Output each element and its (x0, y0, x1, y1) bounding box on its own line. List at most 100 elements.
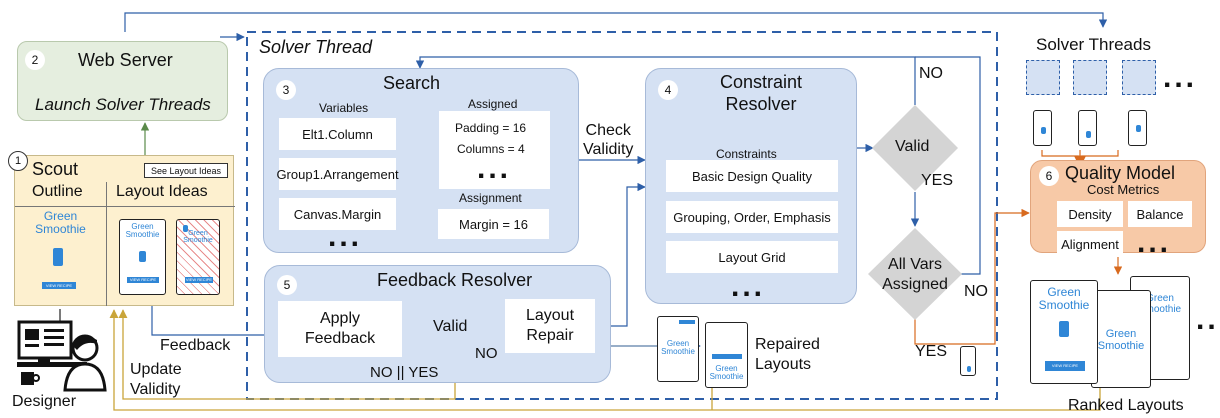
assigned-line: Columns = 4 (457, 142, 525, 156)
layout-ideas-header: Layout Ideas (116, 183, 208, 200)
feedback-no-label: NO (475, 345, 498, 362)
designer-label: Designer (12, 393, 77, 410)
see-layout-ideas-button[interactable]: See Layout Ideas (144, 163, 228, 178)
thumb-cup (1041, 127, 1046, 134)
thread-box (1122, 60, 1156, 95)
metrics-ellipsis: ... (1137, 226, 1172, 259)
step-number: 1 (8, 151, 28, 171)
step-number: 6 (1039, 166, 1059, 186)
arrow-thread-3 (1077, 150, 1119, 164)
assigned-box: Padding = 16 Columns = 4 ... (439, 111, 550, 189)
outline-card-button: VIEW RECIPE (42, 282, 76, 289)
valid-diamond (872, 105, 958, 191)
ranked-ellipsis: ... (1196, 303, 1220, 336)
arrow-allvars-yes (914, 208, 1030, 345)
variables-ellipsis: ... (328, 220, 363, 253)
thumb-cup (1086, 131, 1091, 138)
yes-label-mid: YES (921, 172, 954, 189)
outline-card-cup (53, 248, 63, 266)
arrow-valid-no-loop (415, 56, 916, 105)
yes-label-bottom: YES (915, 343, 948, 360)
valid-diamond-label: Valid (895, 138, 930, 155)
arrow-allvars-no (915, 56, 981, 275)
thumb-cup (1136, 125, 1141, 132)
outline-header: Outline (32, 183, 83, 200)
feedback-label: Feedback (160, 337, 231, 354)
search-title: Search (383, 73, 441, 93)
constraint-item: Basic Design Quality (666, 160, 838, 192)
all-vars-diamond (868, 228, 962, 320)
arrow-ranked-to-scout (109, 309, 1101, 411)
thumb-cup (183, 225, 188, 232)
designer-icon (17, 320, 107, 392)
constraint-item: Grouping, Order, Emphasis (666, 201, 838, 233)
constraint-item: Layout Grid (666, 241, 838, 273)
assignment-header: Assignment (459, 191, 522, 205)
feedback-resolver-title: Feedback Resolver (377, 270, 533, 290)
step-number: 4 (658, 80, 678, 100)
web-server-subtitle: Launch Solver Threads (35, 95, 211, 114)
assignment-value: Margin = 16 (438, 209, 549, 239)
thumb-cup (967, 366, 971, 372)
arrow-feedback (151, 306, 277, 340)
scout-panel: 1 Scout See Layout Ideas Outline Layout … (8, 151, 235, 306)
thumb-button: VIEW RECIPE (185, 277, 213, 283)
no-label-top: NO (919, 65, 943, 82)
step-number: 3 (276, 80, 296, 100)
quality-model-box: 6 Quality Model Cost Metrics Density Bal… (1030, 160, 1206, 259)
thread-ellipsis: ... (1163, 61, 1198, 94)
thumb-cup (1059, 321, 1069, 337)
scout-title: Scout (32, 159, 79, 179)
no-label-right: NO (964, 283, 988, 300)
arrow-top-to-solver-threads (124, 12, 1108, 32)
variable-item: Canvas.Margin (279, 198, 396, 230)
variable-item: Group1.Arrangement (276, 158, 399, 190)
thread-box (1026, 60, 1060, 95)
resolved-layout-thumb (960, 346, 976, 376)
variable-item: Elt1.Column (279, 118, 396, 150)
thumb-button (679, 320, 695, 324)
metric-item: Density (1057, 201, 1123, 227)
ranked-layouts-label: Ranked Layouts (1068, 397, 1184, 414)
step-number: 5 (277, 275, 297, 295)
solver-threads-title: Solver Threads (1036, 35, 1151, 54)
thread-thumb (1078, 110, 1097, 146)
search-box: 3 Search Variables Assigned Elt1.Column … (263, 68, 579, 253)
constraints-ellipsis: ... (731, 270, 766, 303)
metric-item: Balance (1128, 201, 1192, 227)
web-server-box: 2 Web Server Launch Solver Threads (17, 41, 228, 121)
step-number: 2 (25, 50, 45, 70)
thread-thumb (1128, 110, 1147, 146)
scout-header-underline (15, 206, 235, 207)
scout-column-divider (106, 182, 107, 306)
cost-metrics-label: Cost Metrics (1087, 182, 1160, 197)
feedback-valid-label: Valid (433, 318, 468, 335)
thumb-button: VIEW RECIPE (1045, 361, 1085, 371)
thumb-button: VIEW RECIPE (127, 277, 159, 283)
arrow-repair-to-constraints (595, 182, 646, 327)
thumb-button (712, 354, 742, 359)
thumb-cup (139, 251, 146, 262)
quality-model-title: Quality Model (1065, 163, 1176, 183)
solver-thread-title: Solver Thread (259, 37, 373, 57)
assigned-ellipsis: ... (477, 152, 512, 185)
metric-item: Alignment (1057, 231, 1123, 257)
